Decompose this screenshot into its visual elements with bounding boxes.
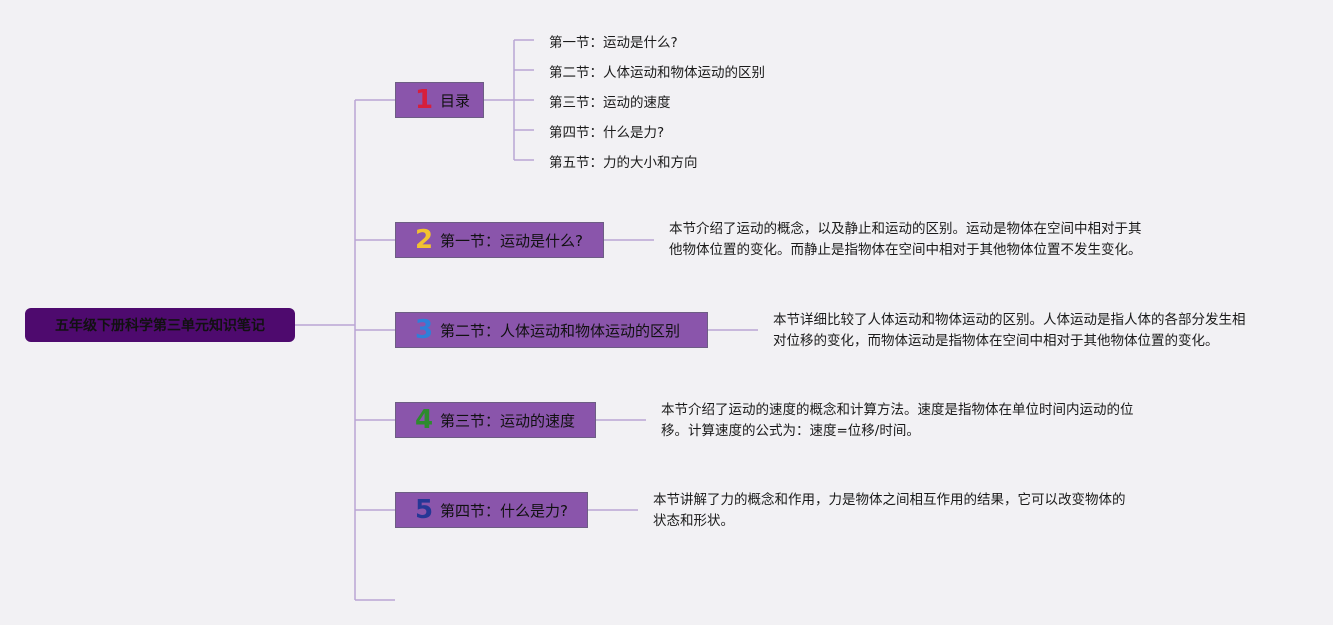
toc-item[interactable]: 第三节：运动的速度 bbox=[549, 95, 671, 111]
description-line: 本节讲解了力的概念和作用，力是物体之间相互作用的结果，它可以改变物体的 bbox=[653, 492, 1126, 508]
toc-item[interactable]: 第一节：运动是什么? bbox=[549, 35, 678, 51]
branch-label: 目录 bbox=[440, 91, 471, 110]
description-line: 他物体位置的变化。而静止是指物体在空间中相对于其他物体位置不发生变化。 bbox=[669, 242, 1142, 258]
root-title: 五年级下册科学第三单元知识笔记 bbox=[55, 318, 265, 334]
toc-item[interactable]: 第四节：什么是力? bbox=[549, 125, 665, 141]
branch-section-1[interactable]: 2 第一节：运动是什么? bbox=[395, 222, 604, 258]
description-line: 本节介绍了运动的速度的概念和计算方法。速度是指物体在单位时间内运动的位 bbox=[661, 402, 1134, 418]
branch-label: 第二节：人体运动和物体运动的区别 bbox=[440, 321, 681, 340]
toc-item[interactable]: 第五节：力的大小和方向 bbox=[549, 155, 698, 171]
branch-label: 第四节：什么是力? bbox=[440, 501, 568, 520]
branch-label: 第三节：运动的速度 bbox=[440, 411, 576, 430]
description-section-1[interactable]: 本节介绍了运动的概念，以及静止和运动的区别。运动是物体在空间中相对于其 他物体位… bbox=[669, 219, 1142, 261]
description-line: 本节详细比较了人体运动和物体运动的区别。人体运动是指人体的各部分发生相 bbox=[773, 312, 1246, 328]
number-5-icon: 5 bbox=[414, 495, 434, 525]
branch-section-4[interactable]: 5 第四节：什么是力? bbox=[395, 492, 588, 528]
description-line: 移。计算速度的公式为：速度=位移/时间。 bbox=[661, 423, 920, 439]
number-4-icon: 4 bbox=[414, 405, 434, 435]
toc-item[interactable]: 第二节：人体运动和物体运动的区别 bbox=[549, 65, 765, 81]
description-line: 本节介绍了运动的概念，以及静止和运动的区别。运动是物体在空间中相对于其 bbox=[669, 221, 1142, 237]
number-1-icon: 1 bbox=[414, 85, 434, 115]
number-3-icon: 3 bbox=[414, 315, 434, 345]
branch-toc[interactable]: 1 目录 bbox=[395, 82, 484, 118]
branch-section-2[interactable]: 3 第二节：人体运动和物体运动的区别 bbox=[395, 312, 708, 348]
number-2-icon: 2 bbox=[414, 225, 434, 255]
description-line: 状态和形状。 bbox=[653, 513, 734, 529]
branch-section-3[interactable]: 4 第三节：运动的速度 bbox=[395, 402, 596, 438]
description-line: 对位移的变化，而物体运动是指物体在空间中相对于其他物体位置的变化。 bbox=[773, 333, 1219, 349]
branch-label: 第一节：运动是什么? bbox=[440, 231, 583, 250]
description-section-2[interactable]: 本节详细比较了人体运动和物体运动的区别。人体运动是指人体的各部分发生相 对位移的… bbox=[773, 310, 1246, 352]
description-section-4[interactable]: 本节讲解了力的概念和作用，力是物体之间相互作用的结果，它可以改变物体的 状态和形… bbox=[653, 490, 1126, 532]
root-topic[interactable]: 五年级下册科学第三单元知识笔记 bbox=[25, 308, 295, 342]
description-section-3[interactable]: 本节介绍了运动的速度的概念和计算方法。速度是指物体在单位时间内运动的位 移。计算… bbox=[661, 400, 1134, 442]
